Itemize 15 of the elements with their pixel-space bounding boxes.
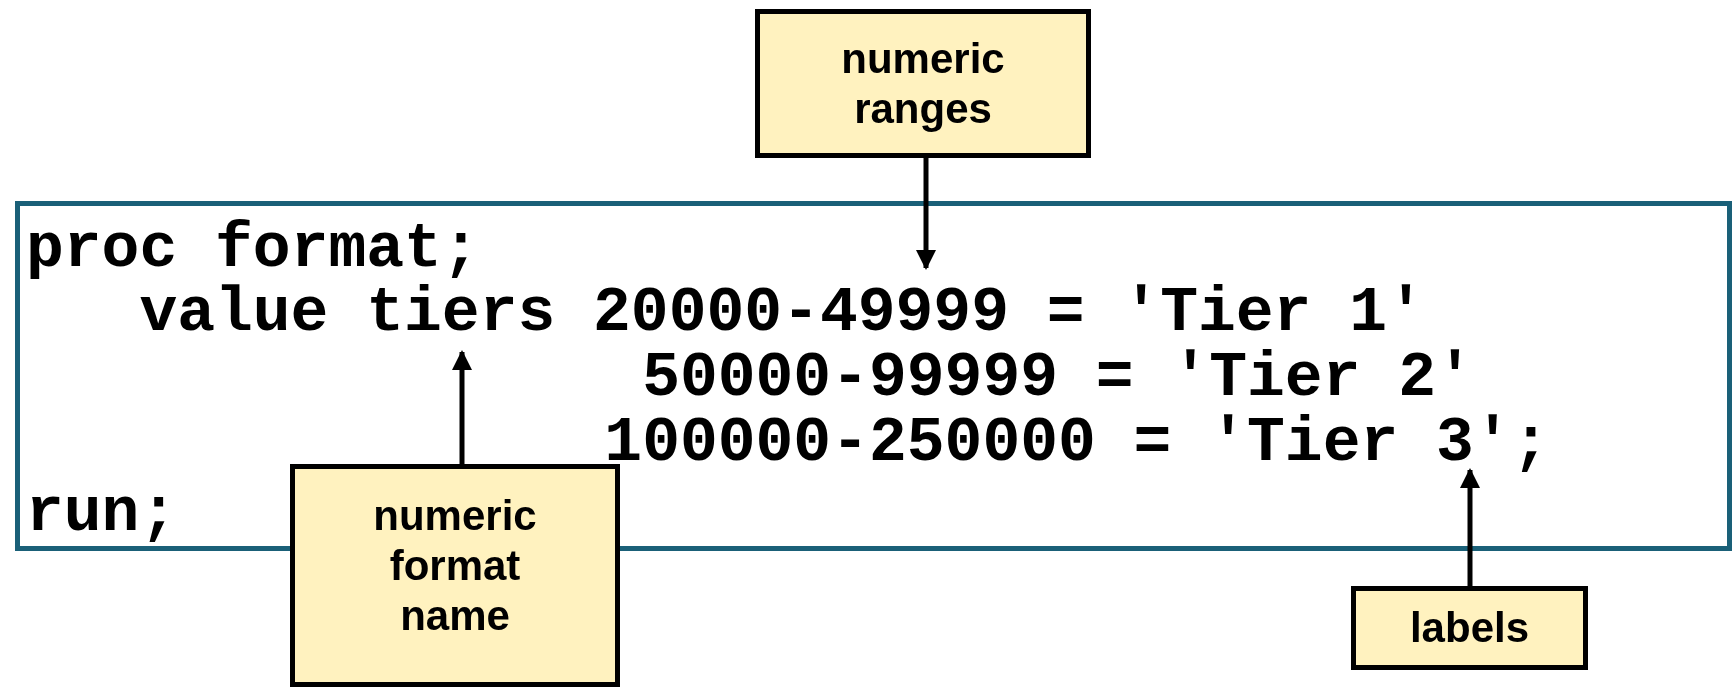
arrow xyxy=(452,350,472,464)
callout-box xyxy=(755,9,1091,158)
arrow xyxy=(916,158,936,270)
callout-box xyxy=(290,464,620,687)
code-line: value tiers 20000-49999 = 'Tier 1' xyxy=(139,282,1425,346)
callout-text: numeric format name xyxy=(372,490,538,641)
arrow xyxy=(1460,468,1480,586)
code-line: 100000-250000 = 'Tier 3'; xyxy=(604,412,1550,476)
callout-text: labels xyxy=(1409,603,1530,653)
code-panel xyxy=(15,201,1732,551)
callout-text: numeric ranges xyxy=(840,33,1006,134)
callout-box xyxy=(1351,586,1588,670)
code-line: run; xyxy=(26,482,178,546)
code-line: proc format; xyxy=(26,218,480,282)
code-line: 50000-99999 = 'Tier 2' xyxy=(642,347,1474,411)
